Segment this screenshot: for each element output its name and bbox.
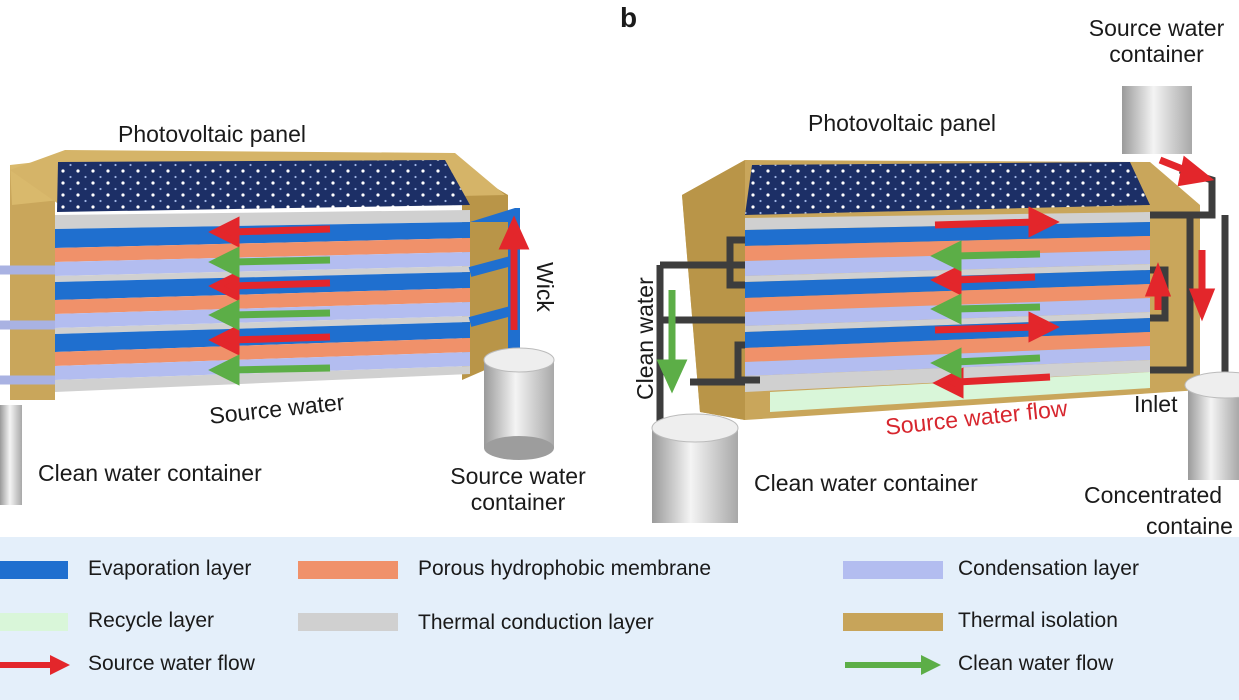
legend-label-source-flow: Source water flow	[88, 652, 255, 675]
legend-arrow-clean	[845, 655, 941, 675]
right-concentrated-container	[1184, 371, 1239, 480]
left-source-container-label: Source water container	[438, 463, 598, 516]
legend-label-recycle: Recycle layer	[88, 609, 215, 632]
legend: Evaporation layer Porous hydrophobic mem…	[0, 537, 1239, 700]
left-source-container-line2: container	[470, 489, 566, 516]
legend-label-conduction: Thermal conduction layer	[418, 611, 654, 634]
legend-arrow-source	[0, 655, 70, 675]
right-photovoltaic-panel	[745, 162, 1150, 215]
left-clean-container-label: Clean water container	[38, 460, 262, 486]
legend-label-membrane: Porous hydrophobic membrane	[418, 557, 711, 580]
left-source-flow-arrows	[208, 215, 530, 356]
right-top-container-line1: Source water	[1088, 15, 1225, 41]
legend-swatch-membrane	[298, 561, 398, 579]
concentrated-container-line1: Concentrated	[1084, 482, 1223, 508]
diagram-canvas	[0, 86, 1239, 523]
legend-label-isolation: Thermal isolation	[958, 609, 1118, 632]
left-thermal-isolation-top	[10, 165, 55, 400]
left-clean-water-container	[0, 405, 22, 505]
legend-swatch-condensation	[843, 561, 943, 579]
legend-swatch-evaporation	[0, 561, 68, 579]
legend-label-evaporation: Evaporation layer	[88, 557, 252, 580]
right-source-water-container	[1122, 86, 1192, 154]
left-device	[0, 150, 555, 505]
legend-swatch-conduction	[298, 613, 398, 631]
right-source-flow-arrows	[930, 155, 1216, 399]
wick-label: Wick	[532, 262, 558, 312]
right-clean-container-label: Clean water container	[754, 470, 978, 496]
legend-label-condensation: Condensation layer	[958, 557, 1139, 580]
clean-water-label: Clean water	[632, 277, 658, 400]
right-top-container-line2: container	[1109, 41, 1204, 68]
concentrated-container-line2: containe	[1146, 513, 1233, 539]
right-device	[651, 86, 1239, 523]
right-clean-water-container	[651, 413, 739, 523]
right-pv-label: Photovoltaic panel	[808, 110, 996, 136]
left-photovoltaic-panel	[57, 160, 470, 212]
right-clean-flow-arrows	[656, 240, 1041, 394]
legend-label-clean-flow: Clean water flow	[958, 652, 1114, 675]
left-pv-label: Photovoltaic panel	[118, 121, 306, 147]
left-layer-stack	[55, 210, 470, 392]
panel-letter: b	[620, 2, 638, 33]
left-clean-outlets	[0, 265, 55, 385]
left-source-container-line1: Source water	[450, 463, 586, 489]
legend-swatch-recycle	[0, 613, 68, 631]
right-top-container-label: Source water container	[1074, 15, 1239, 68]
left-source-water-container	[483, 347, 555, 460]
left-clean-flow-arrows	[208, 246, 331, 386]
inlet-label: Inlet	[1134, 391, 1178, 417]
legend-swatch-isolation	[843, 613, 943, 631]
